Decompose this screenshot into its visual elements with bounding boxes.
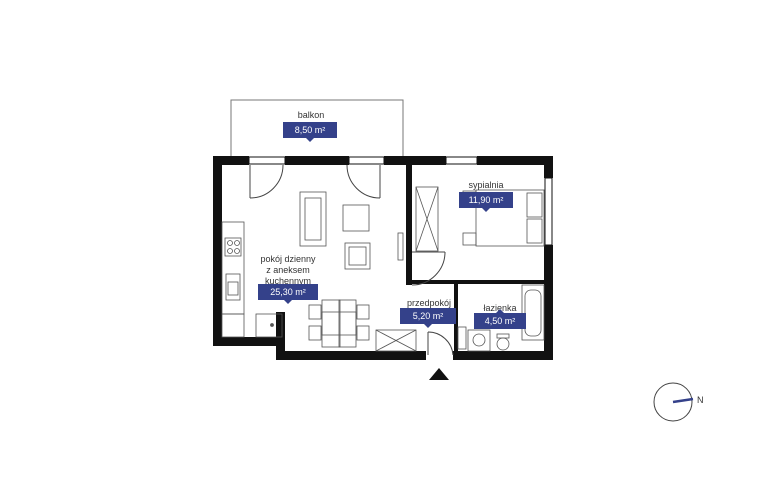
bedroom-area-badge: 11,90 m² (459, 192, 513, 212)
armchair (342, 204, 370, 232)
living-name-line3: kuchennym (264, 276, 312, 286)
living-name-line2: z aneksem (266, 265, 310, 275)
bedroom-wardrobe (415, 186, 439, 252)
living-name-line1: pokój dzienny (260, 254, 316, 264)
compass-north-label: N (697, 395, 704, 405)
balcony-name: balkon (297, 110, 325, 120)
stove (224, 237, 242, 257)
compass-icon (653, 382, 694, 422)
wardrobe (375, 329, 417, 352)
walls (213, 156, 553, 360)
sink (225, 273, 241, 301)
tv (397, 232, 404, 261)
bed (475, 189, 545, 247)
washing-machine (467, 329, 491, 352)
windows (248, 156, 553, 246)
living-area-badge: 25,30 m² (258, 284, 318, 304)
balcony-area-badge: 8,50 m² (283, 122, 337, 142)
bathtub (521, 284, 545, 341)
sofa (299, 191, 327, 247)
hallway-name: przedpokój (406, 298, 452, 308)
entrance-arrow-icon (429, 368, 449, 380)
balcony-outline (230, 99, 404, 158)
hallway-area-badge: 5,20 m² (400, 308, 456, 328)
bedroom-name: sypialnia (468, 180, 504, 190)
furniture (221, 186, 545, 352)
doors (249, 164, 454, 356)
armchair (344, 242, 371, 270)
bathroom-name: łazienka (483, 303, 517, 313)
bathroom-area-badge: 4,50 m² (474, 309, 526, 329)
